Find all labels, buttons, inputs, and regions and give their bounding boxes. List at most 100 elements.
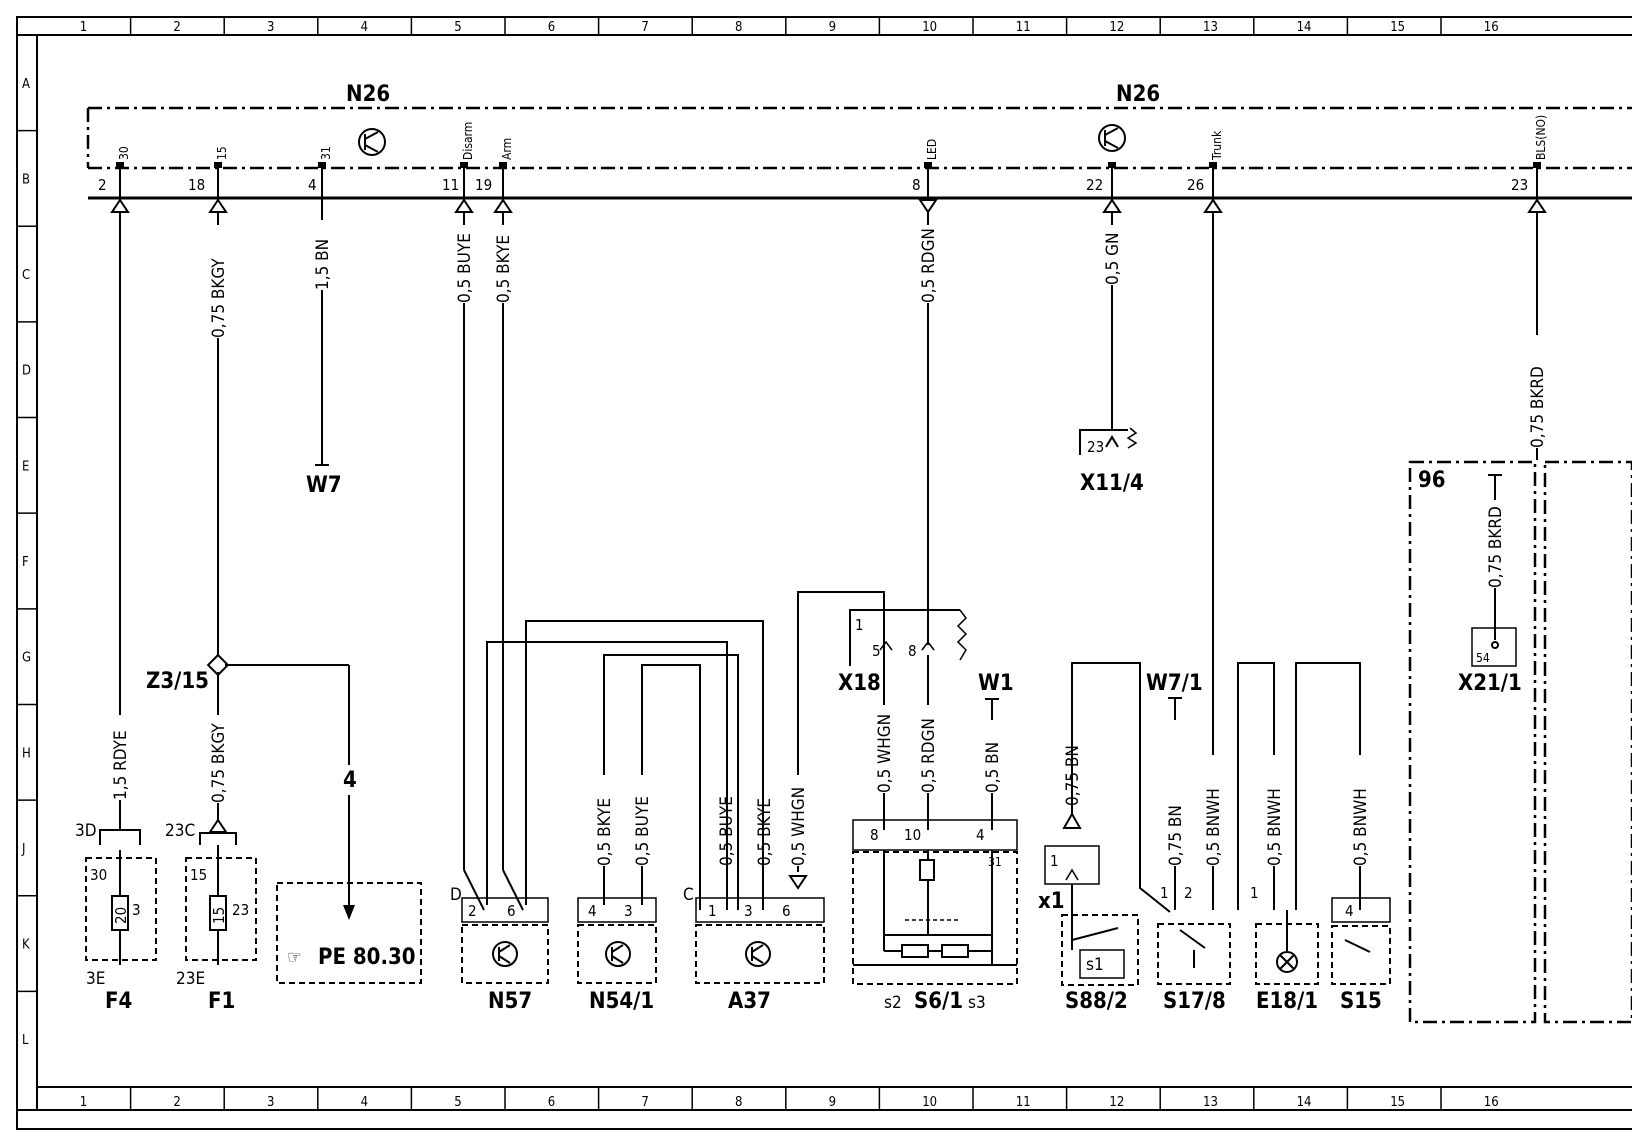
wire-label: 0,5 RDGN <box>919 228 939 303</box>
pin-label: 3 <box>132 901 141 919</box>
component-a37: C 1 3 6 A37 0,5 BUYE 0,5 BKYE 0,5 WHGN <box>683 591 885 1014</box>
pin-label: 30 <box>90 866 107 884</box>
wire-label: 0,5 BN <box>983 742 1003 793</box>
wire-label: 0,5 BKYE <box>494 235 514 303</box>
grid-column-label: 5 <box>454 1095 461 1110</box>
component-x21-1: 96 0,75 BKRD 54 X21/1 <box>1408 460 1632 1024</box>
transistor-icon <box>492 941 518 967</box>
transistor-icon <box>605 941 631 967</box>
grid-column-label: 11 <box>1016 1095 1031 1110</box>
grid-column-label: 8 <box>735 1095 742 1110</box>
wire-label: 0,75 BKRD <box>1486 506 1506 588</box>
component-label: X18 <box>838 671 881 696</box>
grid-column-label: 11 <box>1016 20 1031 35</box>
grid-column-label: 9 <box>829 1095 836 1110</box>
component-s6-1: 0,5 WHGN 0,5 RDGN 0,5 BN 8 10 4 31 s2 S6… <box>852 714 1018 1014</box>
pin-label: Arm <box>500 138 514 160</box>
pin-label: 4 <box>976 826 985 844</box>
pin-label: 1 <box>708 902 717 920</box>
grid-row-label: H <box>22 746 31 761</box>
pin-label: s2 <box>884 993 902 1013</box>
grid-column-labels: 1122334455667788991010111112121313141415… <box>80 17 1499 1110</box>
grid-column-label: 5 <box>454 20 461 35</box>
wire-label: 0,5 RDGN <box>919 718 939 793</box>
wire-label: 0,75 BN <box>1166 805 1186 866</box>
grid-column-label: 10 <box>922 20 937 35</box>
pin-label: Trunk <box>1210 130 1224 161</box>
grid-column-label: 8 <box>735 20 742 35</box>
pin-number: 11 <box>442 176 459 194</box>
grid-column-label: 7 <box>641 20 648 35</box>
pin-label: 3 <box>744 902 753 920</box>
reference-text: PE 80.30 <box>318 945 416 970</box>
component-n54-1: 4 3 N54/1 0,5 BKYE 0,5 BUYE <box>577 654 739 1014</box>
pin-label: 23E <box>176 969 205 989</box>
connector-x11-4: 23 X11/4 <box>1079 427 1144 496</box>
component-label: N57 <box>488 989 532 1014</box>
transistor-icon <box>358 128 386 156</box>
component-label: S88/2 <box>1065 989 1128 1014</box>
grid-row-label: F <box>22 555 29 570</box>
grid-column-label: 6 <box>548 20 555 35</box>
component-label: S17/8 <box>1163 989 1226 1014</box>
wire-label: 0,5 GN <box>1103 233 1123 285</box>
wire-label: 0,5 BKYE <box>595 798 615 866</box>
grid-column-label: 7 <box>641 1095 648 1110</box>
fuse-rating: 15 <box>210 907 228 924</box>
pin-label: 15 <box>190 866 207 884</box>
grid-row-label: L <box>22 1033 29 1048</box>
wire-label: 0,5 WHGN <box>789 787 809 866</box>
module-n26: N26 N26 <box>86 82 1632 200</box>
pin-label: 10 <box>904 826 921 844</box>
component-label: X21/1 <box>1458 671 1522 696</box>
grid-column-label: 14 <box>1297 20 1312 35</box>
component-label: S15 <box>1340 989 1382 1014</box>
grid-column-label: 10 <box>922 1095 937 1110</box>
pin-label: 5 <box>872 642 881 660</box>
pin-label: BLS(NO) <box>1534 115 1548 160</box>
pin-label: 4 <box>588 902 597 920</box>
pin-number: 23 <box>1511 176 1528 194</box>
component-s17-8: W7/1 0,75 BN 1 2 S17/8 <box>1071 662 1231 1014</box>
grid-column-label: 6 <box>548 1095 555 1110</box>
pin-number: 22 <box>1086 176 1103 194</box>
component-label: A37 <box>728 989 771 1014</box>
component-w1: W1 <box>978 671 1014 696</box>
wire-label: 0,75 BKGY <box>209 723 229 803</box>
wire-label: 0,5 BNWH <box>1204 788 1224 866</box>
grid-column-label: 16 <box>1484 20 1499 35</box>
grid-column-label: 15 <box>1390 20 1405 35</box>
pin-label: 3E <box>86 969 105 989</box>
pin-label: C <box>683 885 694 905</box>
pin-label: 1 <box>1050 852 1059 870</box>
pin-label: 30 <box>117 146 131 160</box>
pin-label: s1 <box>1086 955 1104 975</box>
pin-label: 6 <box>507 902 516 920</box>
wire-label: 0,75 BKGY <box>209 258 229 338</box>
pin-label: 8 <box>908 642 917 660</box>
grid-row-label: K <box>22 938 30 953</box>
lamp-icon <box>1276 951 1298 973</box>
connector-x18: 1 5 8 X18 <box>838 609 968 830</box>
pin-number: 4 <box>308 176 317 194</box>
transistor-icon <box>745 941 771 967</box>
component-e18-1: 0,5 BNWH 1 E18/1 <box>1237 662 1319 1014</box>
pin-number: 19 <box>475 176 492 194</box>
fuse-rating: 20 <box>112 907 130 924</box>
module-label-left: N26 <box>346 82 390 107</box>
transistor-icon <box>1098 124 1126 152</box>
pin-label: 23C <box>165 821 195 841</box>
grid-row-label: C <box>22 268 30 283</box>
pin-label: 3 <box>624 902 633 920</box>
component-label: F1 <box>208 989 235 1014</box>
component-label: x1 <box>1038 889 1065 914</box>
grid-column-label: 12 <box>1109 20 1124 35</box>
wire-label: 0,5 BNWH <box>1265 788 1285 866</box>
wire-label: 1,5 BN <box>313 239 333 290</box>
pin-label: 2 <box>1184 884 1193 902</box>
pin-label: 23 <box>232 901 249 919</box>
reference-box: ☞ PE 80.30 <box>276 882 422 984</box>
grid-column-label: 13 <box>1203 20 1218 35</box>
pin-label: 15 <box>215 146 229 160</box>
